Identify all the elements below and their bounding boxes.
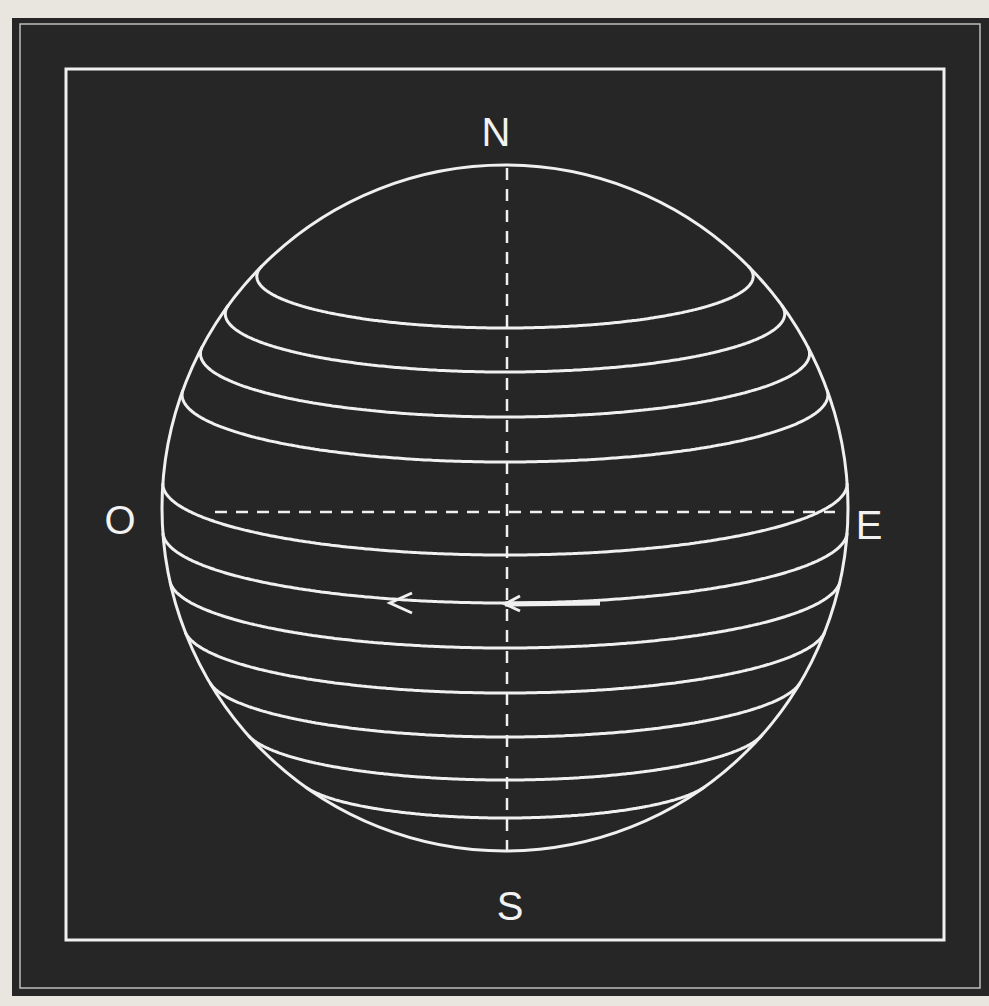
inner-frame xyxy=(66,69,944,940)
compass-letter: S xyxy=(497,886,524,926)
latitude-line xyxy=(170,582,840,648)
outer-frame xyxy=(20,24,980,988)
dark-ground xyxy=(12,18,989,996)
polar-axis xyxy=(506,168,509,850)
latitude-line xyxy=(163,483,847,555)
latitude-line xyxy=(200,347,809,417)
latitude-line xyxy=(210,683,800,737)
latitude-line xyxy=(185,632,825,693)
globe-outline xyxy=(162,165,848,851)
latitude-line xyxy=(248,736,761,780)
latitude-line xyxy=(257,266,753,328)
rotation-arrow-shaft xyxy=(505,603,600,604)
latitude-lines xyxy=(163,266,847,818)
latitude-line xyxy=(163,533,847,603)
latitude-line xyxy=(225,305,784,372)
rotation-arrow-head xyxy=(390,593,412,613)
compass-letter: N xyxy=(482,112,511,152)
compass-letter: O xyxy=(104,500,135,540)
latitude-line xyxy=(182,390,828,462)
rotation-arrow-head xyxy=(505,596,520,611)
latitude-line xyxy=(306,787,705,818)
compass-letter: E xyxy=(856,505,883,545)
east-west-line xyxy=(215,511,835,514)
